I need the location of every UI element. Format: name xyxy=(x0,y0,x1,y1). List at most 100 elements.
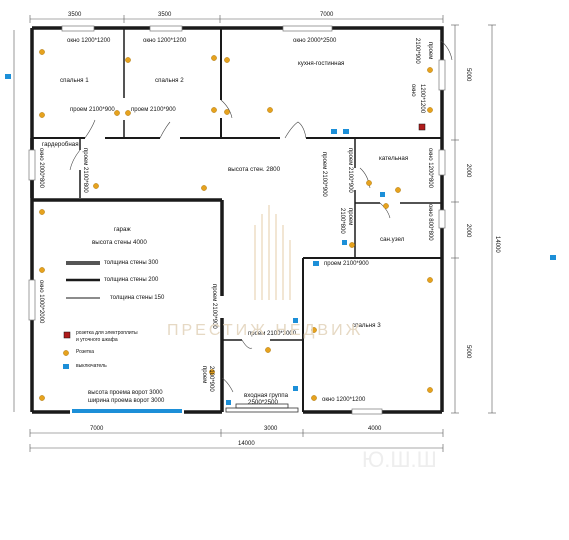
room-bedroom-3: спальня 3 xyxy=(352,322,381,329)
wall-height: высота стен. 2800 xyxy=(228,166,281,173)
dimension-lines xyxy=(13,15,496,452)
window-kitchen-right: 1200*1200 xyxy=(419,84,425,114)
switch xyxy=(5,74,11,79)
socket xyxy=(211,107,217,113)
garage-gate xyxy=(72,409,182,413)
socket xyxy=(395,187,401,193)
room-entrance: входная группа xyxy=(244,392,289,399)
socket xyxy=(224,57,230,63)
socket xyxy=(427,277,433,283)
room-entrance-size: 2500*2500 xyxy=(248,399,278,406)
socket xyxy=(311,395,317,401)
opening-entrance-door-label: проем xyxy=(201,366,207,384)
socket xyxy=(63,350,69,356)
socket xyxy=(39,49,45,55)
door-swings xyxy=(69,39,453,393)
dim-top-1: 3500 xyxy=(68,12,82,18)
dim-right-4: 5000 xyxy=(465,345,471,359)
legend-wall-300: толщина стены 300 xyxy=(104,260,159,266)
room-wardrobe: гардеробная xyxy=(42,141,79,148)
opening-entrance-door: 2100*900 xyxy=(208,366,214,392)
gate-height: высота проема ворот 3000 xyxy=(88,390,163,396)
legend-switch: выключатель xyxy=(76,363,107,369)
dim-bottom-2: 3000 xyxy=(264,426,278,432)
opening-bathroom-label: проем xyxy=(347,208,353,226)
dim-bottom-1: 7000 xyxy=(90,426,104,432)
watermark-corner: Ю.Ш.Ш xyxy=(362,447,437,472)
socket xyxy=(349,242,355,248)
socket xyxy=(366,180,372,186)
window-wardrobe: окно 2000*800 xyxy=(38,148,44,188)
panel xyxy=(63,331,71,339)
legend-wall-200: толщина стены 200 xyxy=(104,277,159,283)
opening-entrance: проем 2100*3000 xyxy=(248,331,297,337)
window-bedroom-2: окно 1200*1200 xyxy=(143,38,187,44)
window-bedroom-3: окно 1200*1200 xyxy=(322,397,366,403)
switch xyxy=(313,261,319,266)
room-garage: гараж xyxy=(114,226,131,233)
socket xyxy=(39,395,45,401)
switch xyxy=(343,129,349,134)
socket xyxy=(383,203,389,209)
window-garage-left: окно 1000*2000 xyxy=(38,280,44,324)
window-bathroom: окно 800*800 xyxy=(427,204,433,241)
panels xyxy=(63,123,426,339)
switch xyxy=(331,129,337,134)
socket xyxy=(427,67,433,73)
socket xyxy=(39,209,45,215)
legend-panel: розетка для электроплиты xyxy=(76,330,138,336)
window-kitchen-right-label: окно xyxy=(410,84,416,97)
opening-kitchen-right: 2100*900 xyxy=(414,38,420,64)
opening-bathroom: 2100*800 xyxy=(339,208,345,234)
legend-socket: Розетка xyxy=(76,349,95,355)
room-bathroom: сан.узел xyxy=(380,236,405,243)
socket xyxy=(311,327,317,333)
socket xyxy=(224,109,230,115)
room-bedroom-1: спальня 1 xyxy=(60,77,89,84)
watermark-logo xyxy=(254,205,291,300)
sockets xyxy=(39,49,433,401)
room-bedroom-2: спальня 2 xyxy=(155,77,184,84)
opening-hall-center: проем 2100*900 xyxy=(321,152,327,197)
legend-panel-2: и уточного шкафа xyxy=(76,337,118,343)
socket xyxy=(267,107,273,113)
room-kitchen: кухня-гостинная xyxy=(298,60,345,67)
socket xyxy=(265,347,271,353)
window-boiler: окно 1200*800 xyxy=(427,148,433,188)
legend-lines xyxy=(66,261,100,299)
switch xyxy=(293,386,298,391)
panel xyxy=(418,123,426,131)
opening-bedroom-2: проем 2100*900 xyxy=(131,107,176,113)
room-boiler: кательная xyxy=(379,155,409,162)
dim-top-2: 3500 xyxy=(158,12,172,18)
socket xyxy=(93,183,99,189)
dim-right-2: 2000 xyxy=(465,164,471,178)
dim-right-1: 5000 xyxy=(465,68,471,82)
watermark-text: ПРЕСТИЖ НЕДВИЖ xyxy=(167,322,364,339)
windows xyxy=(28,25,446,415)
dim-bottom-3: 4000 xyxy=(368,426,382,432)
socket xyxy=(209,369,215,375)
switch xyxy=(550,255,556,260)
opening-boiler: проем 2100*900 xyxy=(347,148,353,193)
dim-right-total: 14000 xyxy=(494,236,500,253)
dim-right-3: 2000 xyxy=(465,224,471,238)
switch xyxy=(293,318,298,323)
gate-width: ширина проема ворот 3000 xyxy=(88,398,165,404)
opening-bedroom-1: проем 2100*900 xyxy=(70,107,115,113)
switches xyxy=(5,74,556,405)
entrance-steps xyxy=(225,403,299,413)
switch xyxy=(342,240,347,245)
opening-wardrobe: проем 2100*800 xyxy=(82,148,88,193)
legend-wall-150: толщина стены 150 xyxy=(110,295,165,301)
opening-kitchen-right-label: проем xyxy=(427,42,433,60)
interior-walls xyxy=(30,28,442,412)
socket xyxy=(39,267,45,273)
dim-bottom-total: 14000 xyxy=(238,441,255,447)
switch xyxy=(380,192,385,197)
switch xyxy=(63,364,69,369)
socket xyxy=(39,112,45,118)
window-bedroom-1: окно 1200*1200 xyxy=(67,38,111,44)
socket xyxy=(427,107,433,113)
